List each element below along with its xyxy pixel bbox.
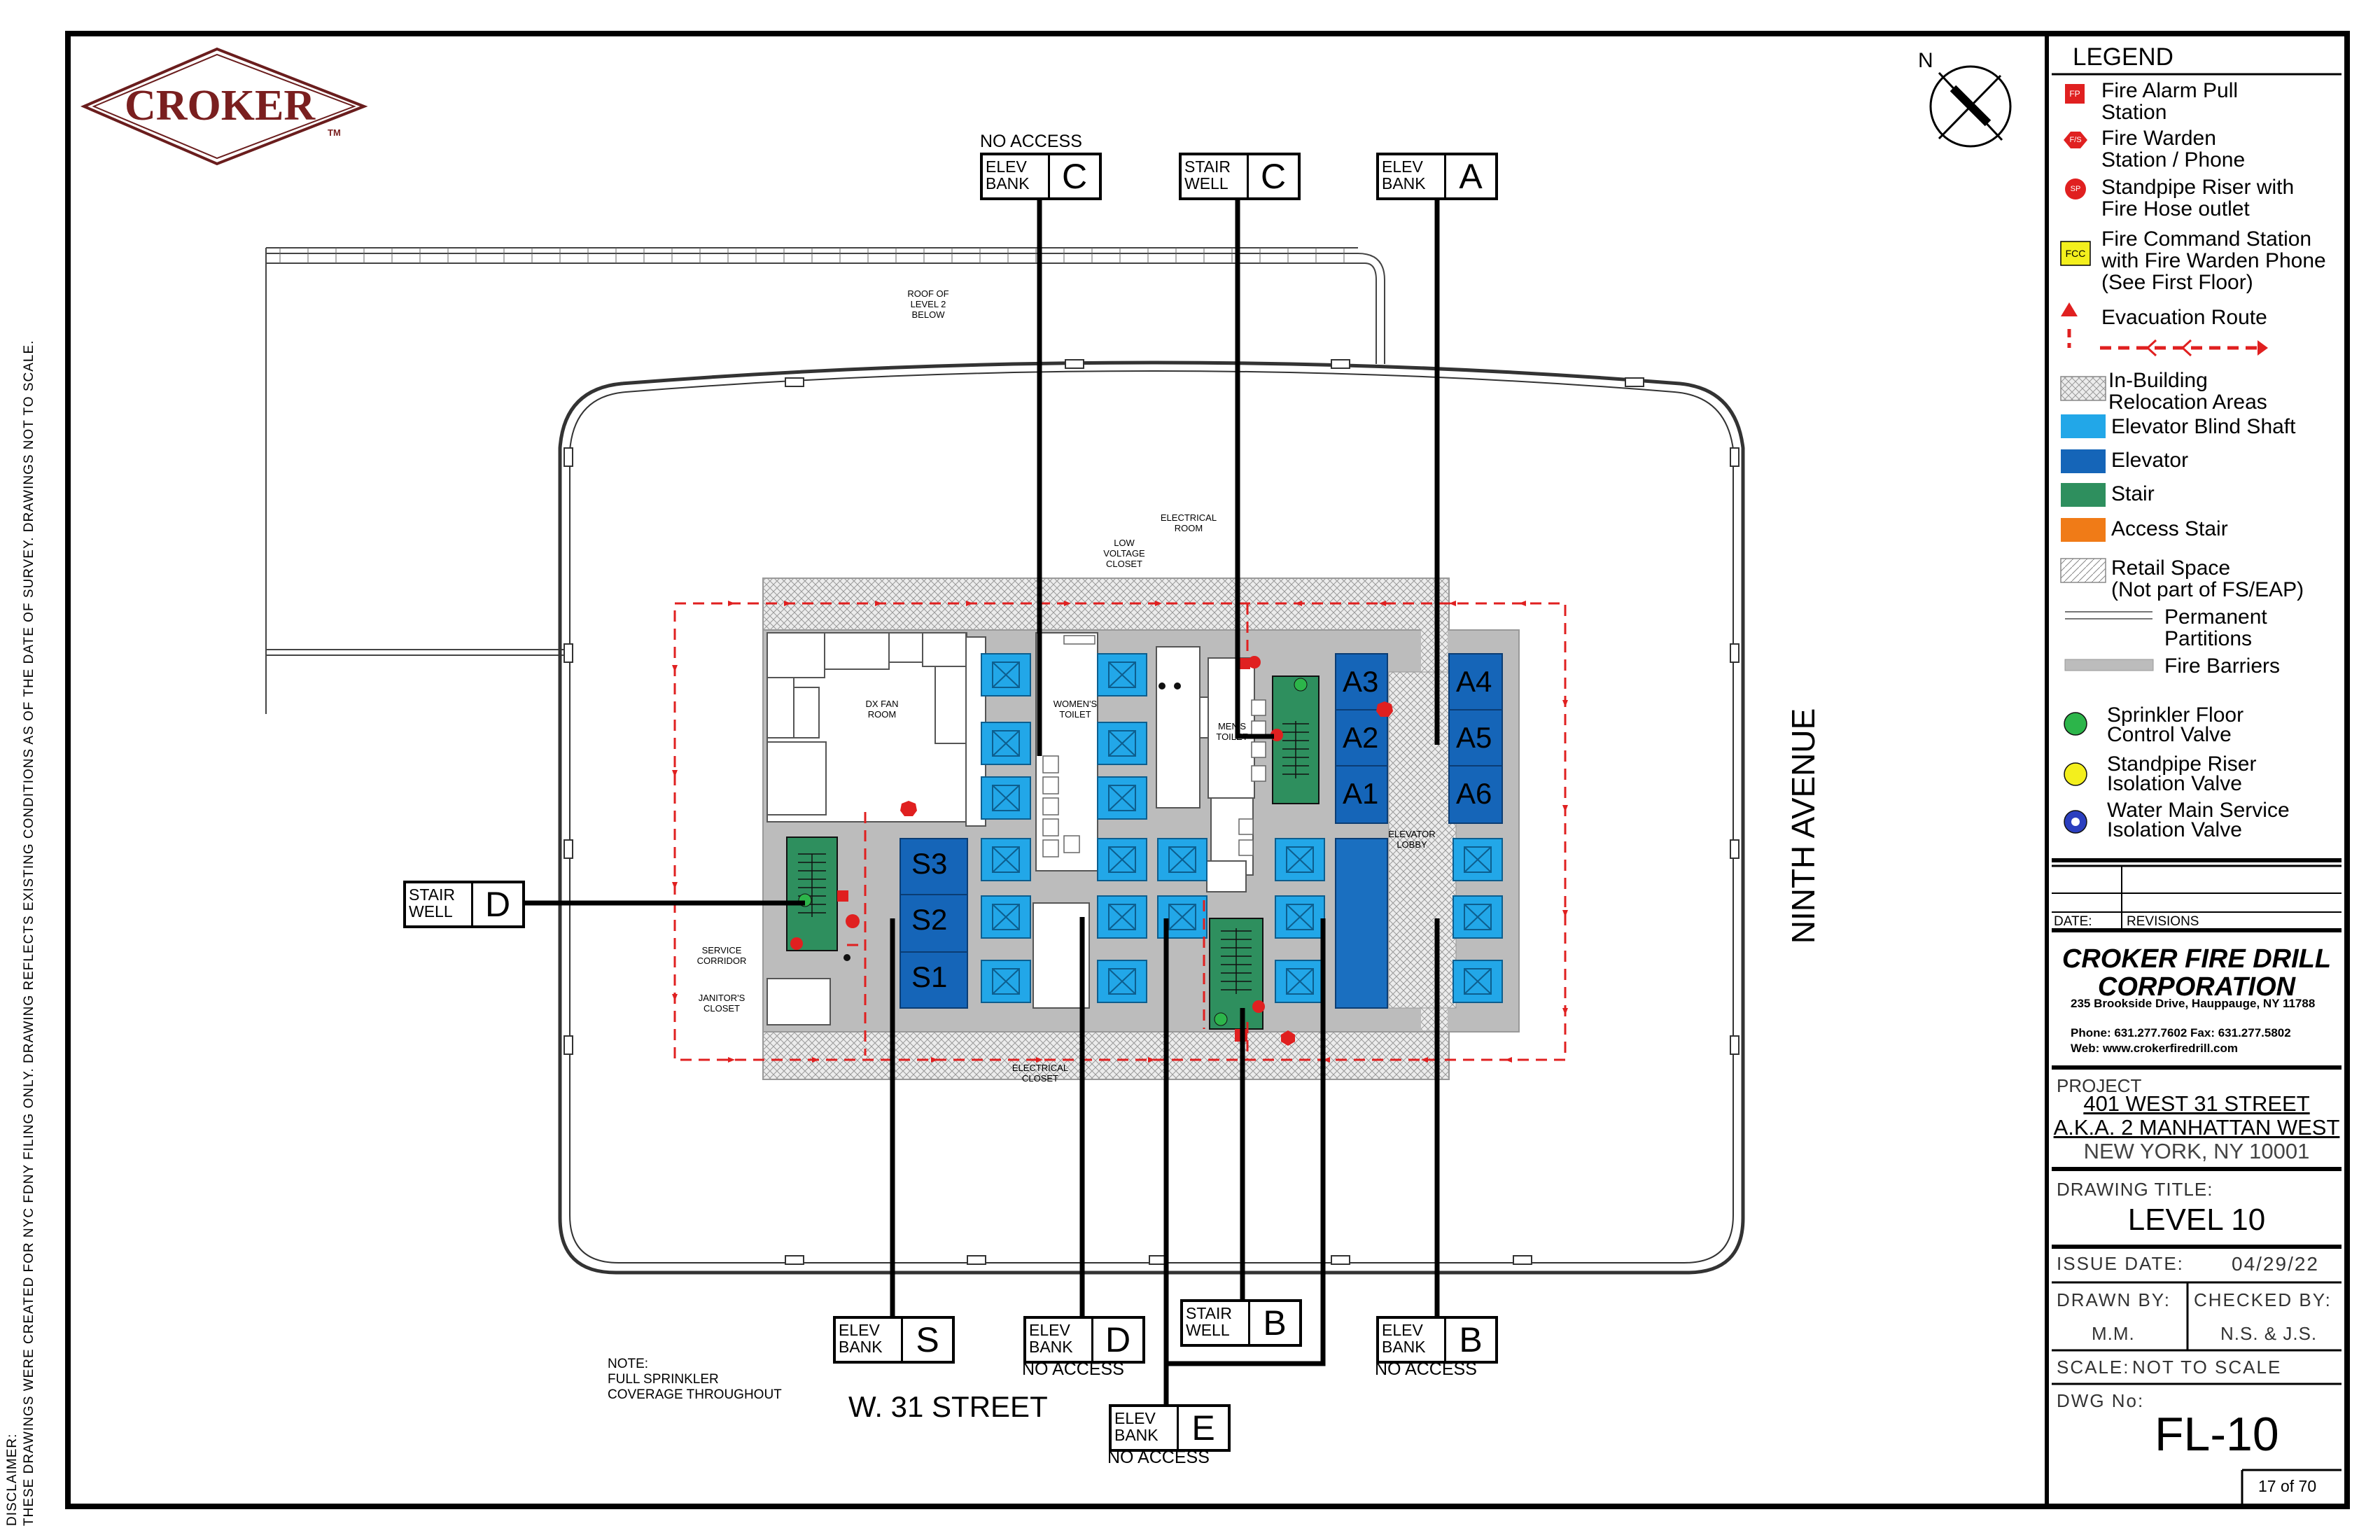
sheet-number: 17 of 70 xyxy=(2258,1477,2317,1495)
project-address: 401 WEST 31 STREET A.K.A. 2 MANHATTAN WE… xyxy=(2053,1091,2340,1163)
logo-trademark: TM xyxy=(328,127,341,138)
elevator-s2: S2 xyxy=(911,903,948,936)
drawn-by: M.M. xyxy=(2092,1323,2135,1344)
fire-alarm-pull-icon: FP xyxy=(2069,89,2080,99)
north-arrow-icon xyxy=(1929,65,2012,148)
drawing-title: LEVEL 10 xyxy=(2127,1203,2266,1237)
fire-warden-icon: F/S xyxy=(2069,136,2082,144)
elev-b-no-access: NO ACCESS xyxy=(1375,1359,1477,1379)
fire-command-station-icon: FCC xyxy=(2065,248,2086,259)
legend-fire-barriers: Fire Barriers xyxy=(2164,654,2281,678)
elevator-s1: S1 xyxy=(911,960,948,993)
title-block-grid xyxy=(2052,864,2342,1504)
elev-d-no-access: NO ACCESS xyxy=(1022,1359,1124,1379)
legend-evacuation-route: Evacuation Route xyxy=(2101,306,2267,329)
standpipe-riser-icon: SP xyxy=(2070,185,2081,193)
legend-retail-space: Retail Space(Not part of FS/EAP) xyxy=(2111,556,2304,601)
elevator-a1: A1 xyxy=(1343,777,1379,810)
legend-access-stair: Access Stair xyxy=(2111,517,2228,540)
dwg-no-label: DWG No: xyxy=(2057,1390,2145,1411)
elevator-a5: A5 xyxy=(1456,721,1492,754)
disclaimer: DISCLAIMER: THESE DRAWINGS WERE CREATED … xyxy=(4,340,38,1526)
legend-blind-shaft: Elevator Blind Shaft xyxy=(2111,415,2296,438)
evacuation-arrows xyxy=(672,601,1568,1063)
fire-equipment-symbols xyxy=(790,656,1393,1046)
scale-value: NOT TO SCALE xyxy=(2132,1357,2282,1378)
elevators xyxy=(899,653,1503,1009)
evacuation-route xyxy=(673,602,1567,1061)
revisions-label: REVISIONS xyxy=(2127,914,2199,929)
elevator-s3: S3 xyxy=(911,847,948,880)
company-phone: Phone: 631.277.7602 Fax: 631.277.5802 xyxy=(2071,1026,2291,1040)
project-label: PROJECT xyxy=(2057,1075,2142,1096)
checked-by-label: CHECKED BY: xyxy=(2194,1289,2332,1310)
legend-stair: Stair xyxy=(2111,482,2155,505)
dwg-no: FL-10 xyxy=(2155,1408,2279,1461)
legend-title: LEGEND xyxy=(2073,43,2174,71)
north-label: N xyxy=(1918,49,1933,72)
elev-e-no-access: NO ACCESS xyxy=(1107,1448,1210,1467)
callout-leaders xyxy=(524,197,1440,1406)
disclaimer-heading: DISCLAIMER: xyxy=(5,1433,20,1526)
company-web: Web: www.crokerfiredrill.com xyxy=(2071,1042,2239,1055)
drawing-title-label: DRAWING TITLE: xyxy=(2057,1179,2213,1200)
checked-by: N.S. & J.S. xyxy=(2220,1323,2318,1344)
street-ninth-avenue: NINTH AVENUE xyxy=(1785,708,1821,944)
drawn-by-label: DRAWN BY: xyxy=(2057,1289,2171,1310)
company-address: 235 Brookside Drive, Hauppauge, NY 11788 xyxy=(2071,997,2316,1010)
street-w31: W. 31 STREET xyxy=(848,1390,1048,1423)
croker-logo: CROKER xyxy=(125,82,316,130)
issue-date: 04/29/22 xyxy=(2232,1253,2319,1275)
date-label: DATE: xyxy=(2054,914,2092,929)
disclaimer-text: THESE DRAWINGS WERE CREATED FOR NYC FDNY… xyxy=(22,340,36,1526)
elev-c-no-access: NO ACCESS xyxy=(980,132,1082,151)
legend-elevator: Elevator xyxy=(2111,449,2189,472)
building-outline xyxy=(558,360,1745,1275)
issue-date-label: ISSUE DATE: xyxy=(2057,1253,2184,1274)
elevator-a3: A3 xyxy=(1343,665,1379,698)
elevator-a4: A4 xyxy=(1456,665,1492,698)
scale-label: SCALE: xyxy=(2057,1357,2130,1378)
elevator-a6: A6 xyxy=(1456,777,1492,810)
elevator-a2: A2 xyxy=(1343,721,1379,754)
drawing-frame xyxy=(65,31,2350,1509)
croker-logo-shape xyxy=(80,47,368,166)
legend-icons xyxy=(2060,84,2268,834)
